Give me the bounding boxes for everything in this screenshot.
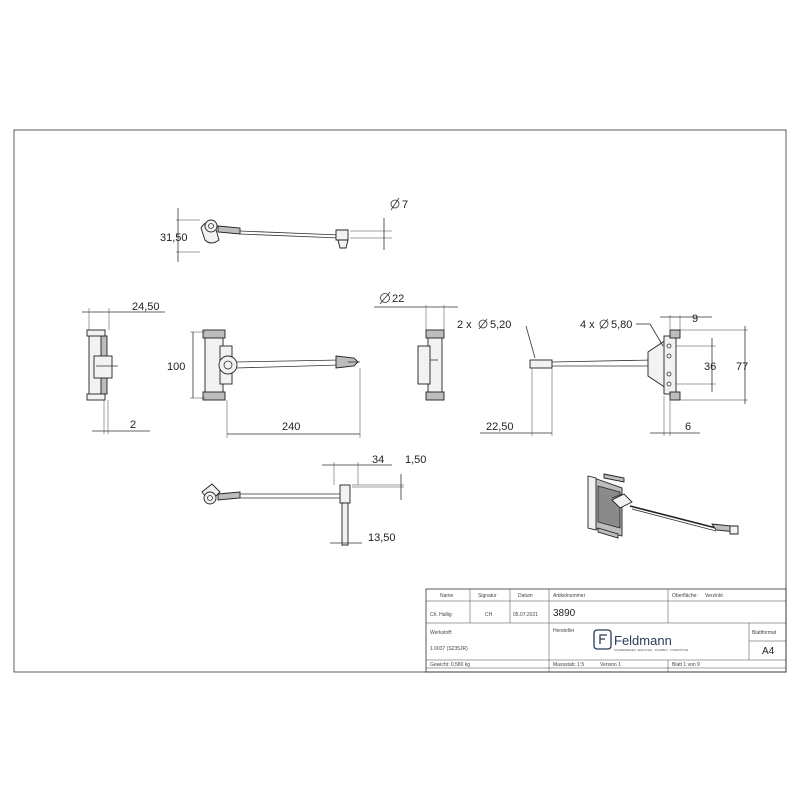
dim-small-holes-count: 2 x [457,319,472,331]
dim-bottom-width: 34 [372,454,384,466]
dim-small-holes-diameter: 5,20 [490,319,511,331]
tb-col-date: Datum [518,593,533,599]
dim-side-diameter: 22 [392,293,404,305]
tb-sheet: Blatt 1 von 9 [672,662,700,668]
tb-name: Ch. Hallig [430,612,452,618]
bottom-view: 34 1,50 13,50 [201,454,426,546]
dim-top-height: 31,50 [160,232,188,244]
tb-sheet-format: A4 [762,646,775,657]
tb-article-label: Artikelnummer [553,593,586,599]
tb-date: 05.07.2021 [513,612,538,618]
tb-article-number: 3890 [553,608,576,619]
dim-right-bottom-right: 6 [685,421,691,433]
tb-manufacturer-label: Hersteller [553,628,575,634]
tb-signature: CH [485,612,493,618]
dim-large-holes-count: 4 x [580,319,595,331]
tb-col-signature: Signatur [478,593,497,599]
dim-right-top: 9 [692,313,698,325]
tb-col-name: Name [440,593,454,599]
tb-weight: Gewicht: 0,580 kg [430,662,470,668]
tb-sheet-format-label: Blattformat [752,630,777,636]
tb-scale: Massstab: 1:5 [553,662,584,668]
tb-material-value: 1.0037 (S235JR) [430,646,468,652]
drawing-frame [13,129,787,673]
dim-large-holes-diameter: 5,80 [611,319,632,331]
front-view: 24,50 2 [82,301,165,434]
dim-right-inner: 36 [704,361,716,373]
dim-right-bottom-left: 22,50 [486,421,514,433]
tb-surface-label: Oberfläche: [672,593,698,599]
tb-version: Version 1 [600,662,621,668]
dim-right-outer: 77 [736,361,748,373]
dim-front-width: 24,50 [132,301,160,313]
top-view: 31,50 7 [160,197,408,262]
dim-bottom-thickness: 1,50 [405,454,426,466]
dim-front-offset: 2 [130,419,136,431]
main-view: 100 240 [167,329,361,438]
logo-text: Feldmann [614,633,672,648]
title-block: Name Signatur Datum Ch. Hallig CH 05.07.… [425,588,787,673]
dim-top-diameter: 7 [402,199,408,211]
dim-main-length: 240 [282,421,300,433]
right-view: 2 x 5,20 4 x 5,80 9 36 77 22,50 6 [457,313,748,436]
feldmann-logo: Feldmann SCHMIEDEEISEN · EDELSTAHL · ROH… [593,629,689,652]
tb-surface-value: Verzinkt [705,593,723,599]
dim-main-height: 100 [167,361,185,373]
logo-tagline: SCHMIEDEEISEN · EDELSTAHL · ROHRBAU · FO… [614,648,689,652]
dim-bottom-offset: 13,50 [368,532,396,544]
isometric-view [587,473,739,539]
side-view: 22 [374,291,458,401]
tb-material-label: Werkstoff: [430,630,452,636]
